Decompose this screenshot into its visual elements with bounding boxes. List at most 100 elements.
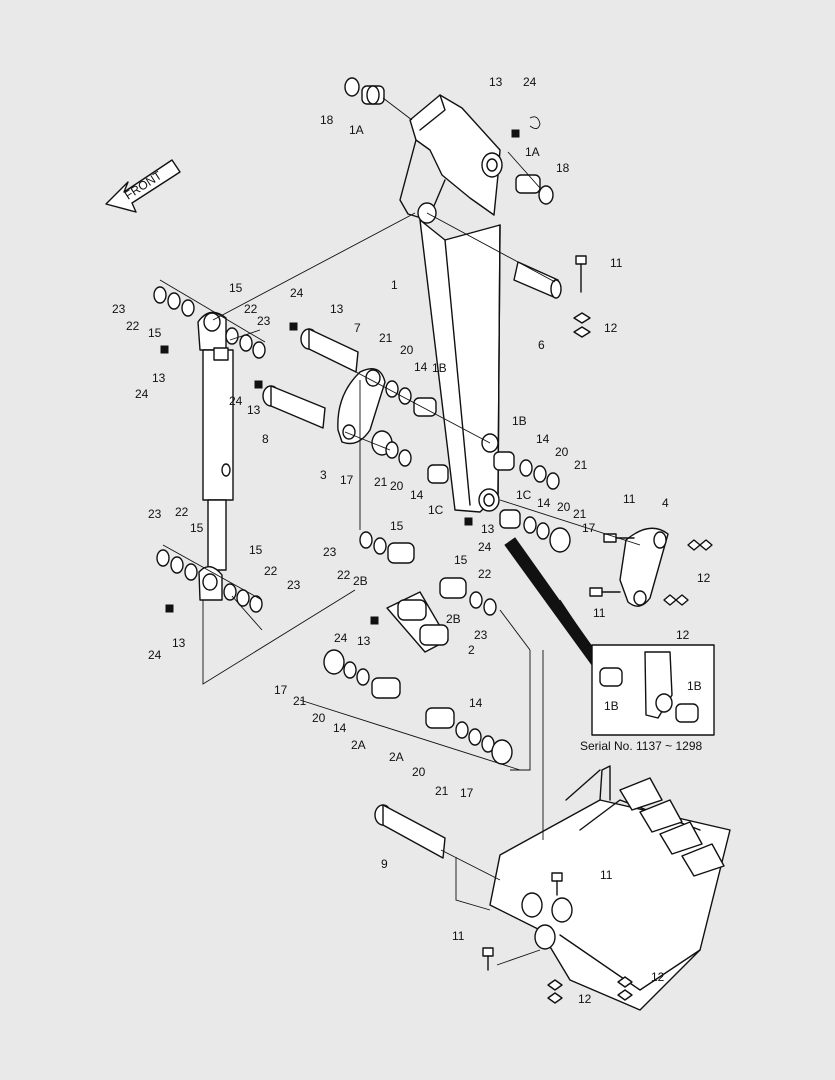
callout-21-2a-r: 21 bbox=[435, 784, 449, 798]
callout-1b-inset-r: 1B bbox=[687, 679, 702, 693]
callout-2a-right: 2A bbox=[389, 750, 404, 764]
callout-14-2a-r: 14 bbox=[469, 696, 483, 710]
callout-17-2a-r: 17 bbox=[460, 786, 474, 800]
callout-17-2a: 17 bbox=[274, 683, 288, 697]
callout-22-2b: 22 bbox=[337, 568, 351, 582]
callout-4: 4 bbox=[662, 496, 669, 510]
bucket-cylinder bbox=[197, 311, 234, 601]
inset-pointer bbox=[504, 537, 599, 666]
serial-caption: Serial No. 1137 ~ 1298 bbox=[580, 739, 703, 753]
callout-24-top: 24 bbox=[523, 75, 537, 89]
callout-21-right2: 21 bbox=[573, 507, 587, 521]
callout-15-ll2: 15 bbox=[249, 543, 263, 557]
callout-15-ul: 15 bbox=[148, 326, 162, 340]
callout-14-right: 14 bbox=[536, 432, 550, 446]
callout-23-ll2: 23 bbox=[287, 578, 301, 592]
callout-24-link2: 24 bbox=[334, 631, 348, 645]
callout-2b-left: 2B bbox=[353, 574, 368, 588]
callout-11-bucket: 11 bbox=[600, 868, 613, 882]
callout-24-left: 24 bbox=[135, 387, 149, 401]
callout-21-mid: 21 bbox=[379, 331, 393, 345]
callout-6: 6 bbox=[538, 338, 545, 352]
callout-1c-mid: 1C bbox=[428, 503, 444, 517]
callout-18a: 18 bbox=[320, 113, 334, 127]
callout-2b-right: 2B bbox=[446, 612, 461, 626]
callout-20-2a: 20 bbox=[312, 711, 326, 725]
callout-17-mid: 17 bbox=[340, 473, 354, 487]
callout-3: 3 bbox=[320, 468, 327, 482]
callout-24-pin8: 24 bbox=[229, 394, 243, 408]
callout-23-top: 23 bbox=[257, 314, 271, 328]
callout-24-pin7: 24 bbox=[290, 286, 304, 300]
pin-8 bbox=[262, 385, 326, 429]
callout-15-2b-r: 15 bbox=[454, 553, 468, 567]
front-arrow: FRONT bbox=[105, 159, 181, 213]
callout-9: 9 bbox=[381, 857, 388, 871]
bushing-1a-right bbox=[515, 174, 554, 205]
callout-13-pin8: 13 bbox=[247, 403, 261, 417]
callout-20-right: 20 bbox=[555, 445, 569, 459]
callout-11-link: 11 bbox=[623, 492, 636, 506]
callout-24-mid: 24 bbox=[478, 540, 492, 554]
callout-14-2a: 14 bbox=[333, 721, 347, 735]
callout-23-ll: 23 bbox=[148, 507, 162, 521]
callout-17-right: 17 bbox=[582, 521, 596, 535]
callout-1a-top: 1A bbox=[349, 123, 364, 137]
callout-7: 7 bbox=[354, 321, 361, 335]
callout-11-link2: 11 bbox=[593, 606, 606, 620]
seal-rings bbox=[153, 286, 571, 765]
grease-fittings bbox=[160, 322, 473, 625]
link-2 bbox=[386, 591, 449, 653]
callout-11-bucket2: 11 bbox=[452, 929, 465, 943]
callout-15-ll: 15 bbox=[190, 521, 204, 535]
callout-24-ll: 24 bbox=[148, 648, 162, 662]
callout-12-top: 12 bbox=[604, 321, 618, 335]
callout-11-top: 11 bbox=[610, 256, 623, 270]
callout-21-right: 21 bbox=[574, 458, 588, 472]
callout-21-2a: 21 bbox=[293, 694, 307, 708]
callout-14-right2: 14 bbox=[537, 496, 551, 510]
callout-12-bucket-a: 12 bbox=[651, 970, 665, 984]
callout-13-mid: 13 bbox=[481, 522, 495, 536]
callout-22-2b-r: 22 bbox=[478, 567, 492, 581]
callout-1: 1 bbox=[391, 278, 398, 292]
inset-detail: Serial No. 1137 ~ 1298 bbox=[580, 644, 715, 753]
callout-23-2b: 23 bbox=[323, 545, 337, 559]
link-4 bbox=[589, 527, 713, 607]
callout-13-link2: 13 bbox=[357, 634, 371, 648]
callout-15-2b: 15 bbox=[390, 519, 404, 533]
callout-22-ul: 22 bbox=[126, 319, 140, 333]
callout-22-ll2: 22 bbox=[264, 564, 278, 578]
callout-1c-right: 1C bbox=[516, 488, 532, 502]
callout-12-link-a: 12 bbox=[697, 571, 711, 585]
callout-14-mid2: 14 bbox=[410, 488, 424, 502]
callout-14-mid: 14 bbox=[414, 360, 428, 374]
bolt-13-top bbox=[511, 116, 541, 138]
callout-13-pin7: 13 bbox=[330, 302, 344, 316]
bushing-1a-top bbox=[344, 77, 385, 105]
callout-22-top: 22 bbox=[244, 302, 258, 316]
callout-20-2a-r: 20 bbox=[412, 765, 426, 779]
callout-23-2b-r: 23 bbox=[474, 628, 488, 642]
pin-6 bbox=[513, 261, 562, 299]
callout-13-top: 13 bbox=[489, 75, 503, 89]
callout-12-link-b: 12 bbox=[676, 628, 690, 642]
pin-7 bbox=[300, 328, 359, 373]
callout-22-ll: 22 bbox=[175, 505, 189, 519]
callout-15-top: 15 bbox=[229, 281, 243, 295]
callout-13-ll: 13 bbox=[172, 636, 186, 650]
callout-1b-mid: 1B bbox=[432, 361, 447, 375]
callout-8: 8 bbox=[262, 432, 269, 446]
callout-2a-left: 2A bbox=[351, 738, 366, 752]
callout-1b-inset-l: 1B bbox=[604, 699, 619, 713]
arm-assembly bbox=[399, 94, 503, 513]
pin-9 bbox=[374, 804, 446, 859]
callout-1a-right: 1A bbox=[525, 145, 540, 159]
callout-21-mid2: 21 bbox=[374, 475, 388, 489]
callout-13-left: 13 bbox=[152, 371, 166, 385]
callout-20-right2: 20 bbox=[557, 500, 571, 514]
callout-12-bucket-b: 12 bbox=[578, 992, 592, 1006]
callout-23-ul: 23 bbox=[112, 302, 126, 316]
